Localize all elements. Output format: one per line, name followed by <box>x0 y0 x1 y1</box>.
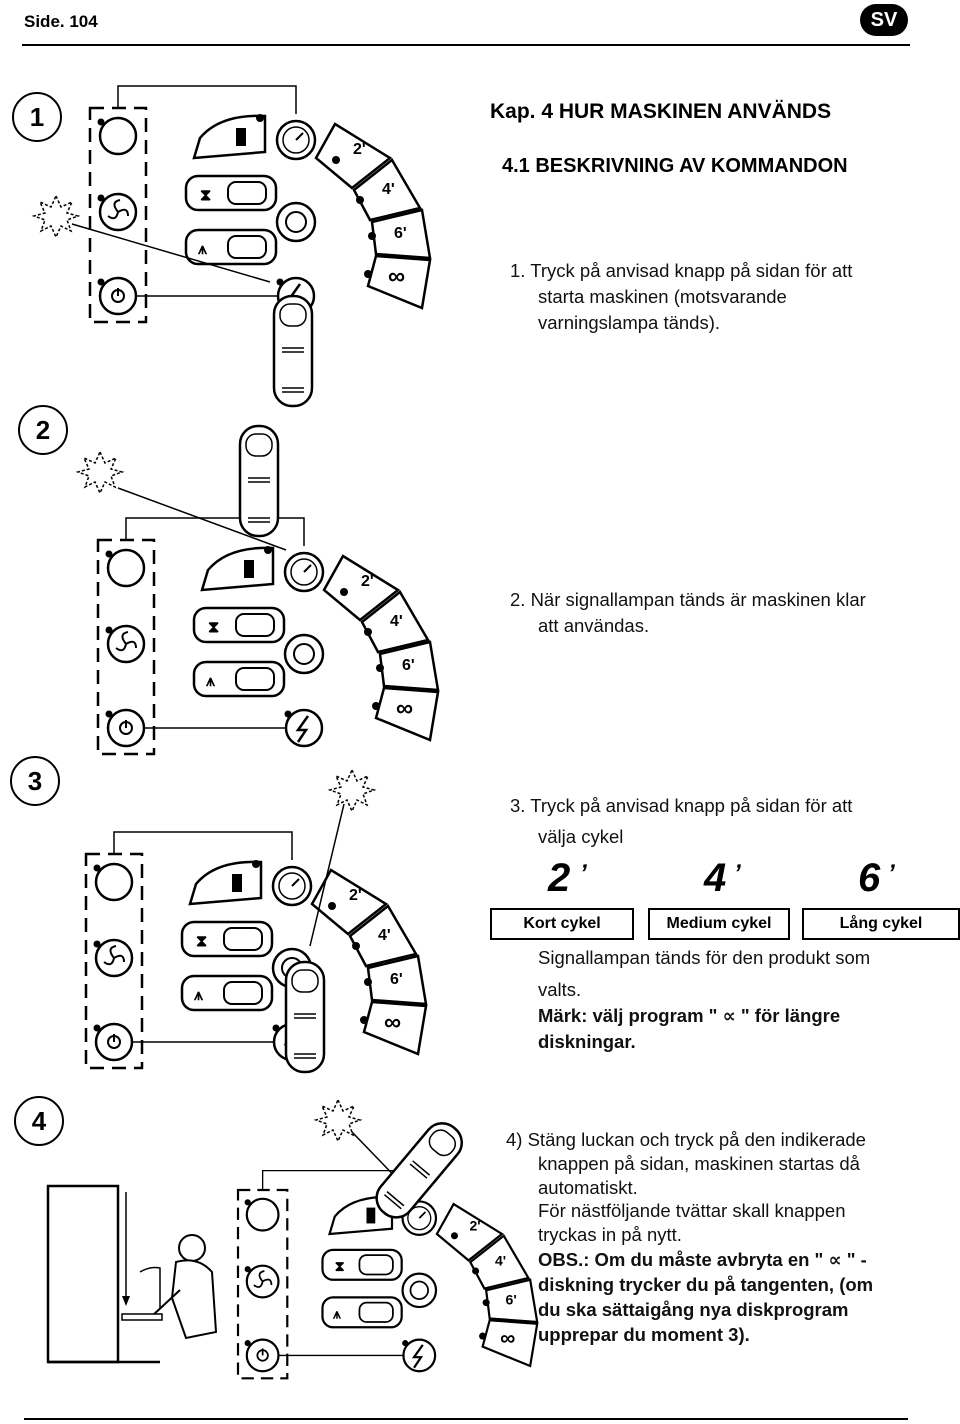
step3-note-line2: valts. <box>538 979 582 1000</box>
cycle-label-short: Kort cykel <box>490 908 634 940</box>
cycle-prime-short: ʼ <box>580 860 587 887</box>
cycle-label-medium: Medium cykel <box>648 908 790 940</box>
step-marker-4: 4 <box>14 1096 64 1146</box>
cycle-prime-medium: ʼ <box>734 860 741 887</box>
step4-obs-line3: du ska sättaigång nya diskprogram <box>538 1299 849 1320</box>
page-number: Side. 104 <box>24 12 98 31</box>
control-panel-diagram-4 <box>46 1099 539 1380</box>
step3-remark-line1: Märk: välj program " ∝ " för längre <box>538 1005 841 1026</box>
control-panel-diagram-1 <box>33 84 432 408</box>
cycle-time-medium: 4 <box>704 856 727 900</box>
step3-line2: välja cykel <box>538 826 624 847</box>
section-title: 4.1 BESKRIVNING AV KOMMANDON <box>502 155 848 177</box>
chapter-title: Kap. 4 HUR MASKINEN ANVÄNDS <box>490 100 832 123</box>
step4-line5: tryckas in på nytt. <box>538 1224 682 1245</box>
language-badge: SV <box>860 4 908 36</box>
header-divider <box>22 44 910 46</box>
control-panel-diagram-3 <box>84 769 428 1074</box>
step-marker-1: 1 <box>12 92 62 142</box>
step2-line1: 2. När signallampan tänds är maskinen kl… <box>510 589 866 610</box>
step4-line3: automatiskt. <box>538 1177 638 1198</box>
step4-obs-line4: upprepar du moment 3). <box>538 1324 750 1345</box>
footer-divider <box>24 1418 908 1420</box>
cycle-label-long: Lång cykel <box>802 908 960 940</box>
step2-line2: att användas. <box>538 615 650 636</box>
step4-line1: 4) Stäng luckan och tryck på den indiker… <box>506 1129 866 1150</box>
step-marker-2: 2 <box>18 405 68 455</box>
step4-line2: knappen på sidan, maskinen startas då <box>538 1153 860 1174</box>
step-marker-3: 3 <box>10 756 60 806</box>
cycle-time-short: 2 <box>548 856 571 900</box>
step3-line1: 3. Tryck på anvisad knapp på sidan för a… <box>510 795 853 816</box>
step4-line4: För nästföljande tvättar skall knappen <box>538 1200 846 1221</box>
step4-obs-line2: diskning trycker du på tangenten, (om <box>538 1274 874 1295</box>
step1-line3: varningslampa tänds). <box>538 312 721 333</box>
step1-line1: 1. Tryck på anvisad knapp på sidan för a… <box>510 260 853 281</box>
cycle-prime-long: ʼ <box>888 860 895 887</box>
control-panel-diagram-2 <box>77 424 440 756</box>
step4-obs-line1: OBS.: Om du måste avbryta en " ∝ " - <box>538 1249 867 1270</box>
step3-note-line1: Signallampan tänds för den produkt som <box>538 947 871 968</box>
cycle-time-long: 6 <box>858 856 881 900</box>
step1-line2: starta maskinen (motsvarande <box>538 286 787 307</box>
step3-remark-line2: diskningar. <box>538 1031 636 1052</box>
